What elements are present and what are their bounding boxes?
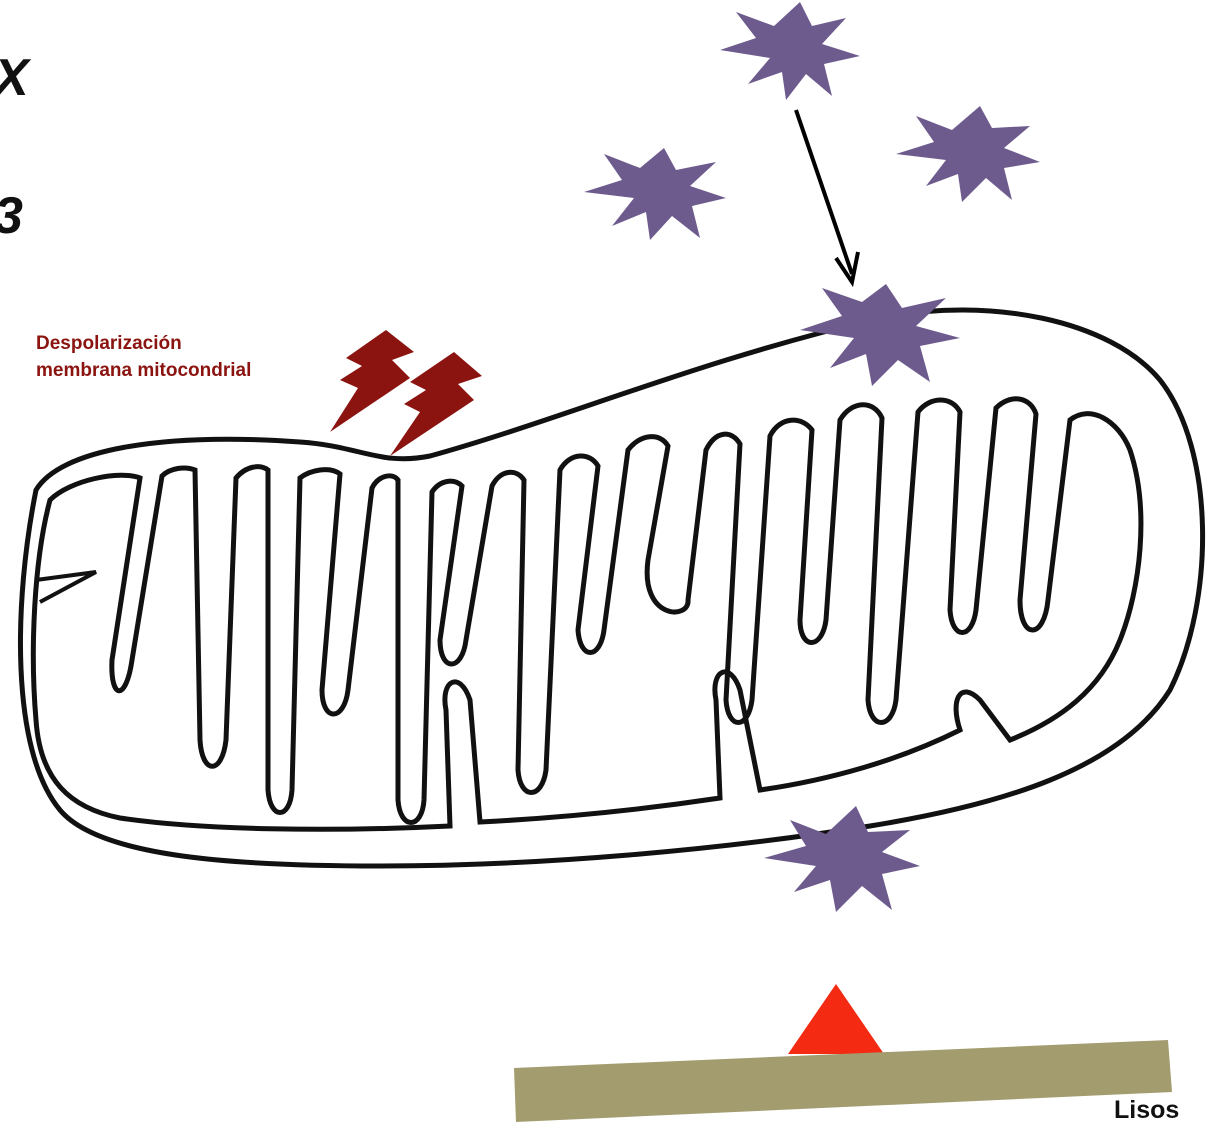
left-notch xyxy=(36,572,96,602)
depolarization-line-1: Despolarización xyxy=(36,330,251,357)
star-particle xyxy=(584,148,726,240)
star-particle xyxy=(800,284,960,386)
arrow-down-icon xyxy=(796,110,858,282)
bottom-right-label: Lisos xyxy=(1114,1098,1179,1123)
side-label-top: X xyxy=(0,52,29,104)
star-particle xyxy=(896,106,1040,202)
side-label-mid: 3 xyxy=(0,190,23,242)
red-triangle-icon xyxy=(788,984,884,1054)
star-particle xyxy=(720,2,860,100)
lightning-bolt-icon xyxy=(330,330,482,456)
depolarization-caption: Despolarización membrana mitocondrial xyxy=(36,330,251,384)
inner-membrane xyxy=(33,399,1141,829)
depolarization-line-2: membrana mitocondrial xyxy=(36,357,251,384)
